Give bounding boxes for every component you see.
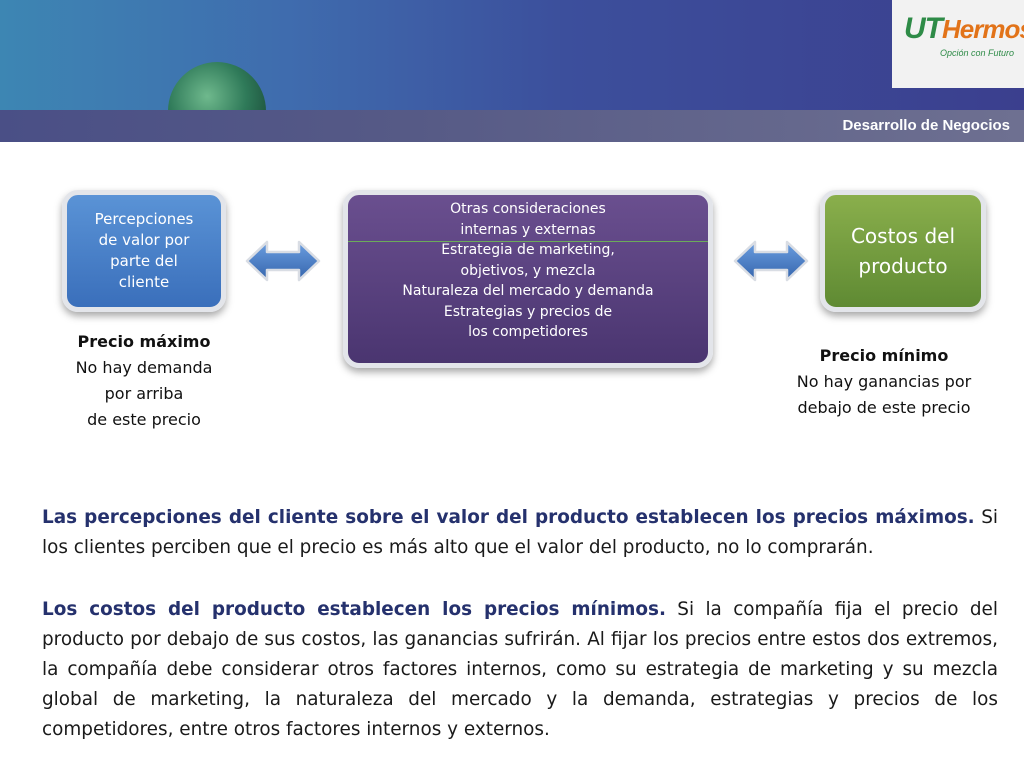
box-line: producto [858, 254, 948, 278]
logo: UTHermosillo Opción con Futuro [892, 0, 1024, 88]
caption-title: Precio máximo [77, 332, 211, 351]
max-price-caption: Precio máximo No hay demanda por arriba … [48, 329, 240, 433]
logo-tagline: Opción con Futuro [940, 48, 1015, 58]
divider-line [348, 241, 708, 242]
box-line: Estrategia de marketing, [441, 242, 615, 258]
section-title: Desarrollo de Negocios [842, 117, 1010, 134]
caption-line: debajo de este precio [797, 398, 971, 417]
box-line: Percepciones [94, 210, 194, 228]
section-bar [0, 110, 1024, 142]
caption-line: No hay demanda [75, 358, 213, 377]
box-line: Otras consideraciones [450, 201, 606, 217]
caption-line: No hay ganancias por [796, 372, 972, 391]
logo-name: Hermosillo [942, 14, 1024, 44]
other-considerations-box: Otras consideraciones internas y externa… [343, 190, 713, 368]
box-line: parte del [110, 252, 178, 270]
customer-value-box: Percepciones de valor por parte del clie… [62, 190, 226, 312]
box-line: Naturaleza del mercado y demanda [402, 283, 654, 299]
box-line: de valor por [98, 231, 190, 249]
paragraph-text: Si los clientes perciben que el precio e… [42, 507, 998, 558]
caption-line: por arriba [104, 384, 184, 403]
double-arrow-icon [733, 240, 809, 282]
min-price-caption: Precio mínimo No hay ganancias por debaj… [765, 343, 1003, 421]
double-arrow-icon [245, 240, 321, 282]
box-line: objetivos, y mezcla [460, 262, 596, 279]
paragraph-text: Si la compañía fija el precio del produc… [42, 599, 998, 740]
paragraph-lead: Las percepciones del cliente sobre el va… [42, 507, 975, 528]
logo-ut: UT [904, 12, 943, 45]
box-line: internas y externas [460, 221, 596, 238]
box-line: Costos del [850, 224, 956, 248]
caption-title: Precio mínimo [819, 346, 949, 365]
box-line: los competidores [468, 324, 588, 340]
paragraph-lead: Los costos del producto establecen los p… [42, 599, 666, 620]
box-line: cliente [118, 273, 170, 291]
paragraph-max-price: Las percepciones del cliente sobre el va… [42, 503, 998, 563]
caption-line: de este precio [87, 410, 201, 429]
product-costs-box: Costos del producto [820, 190, 986, 312]
paragraph-min-price: Los costos del producto establecen los p… [42, 595, 998, 745]
box-line: Estrategias y precios de [443, 303, 613, 320]
